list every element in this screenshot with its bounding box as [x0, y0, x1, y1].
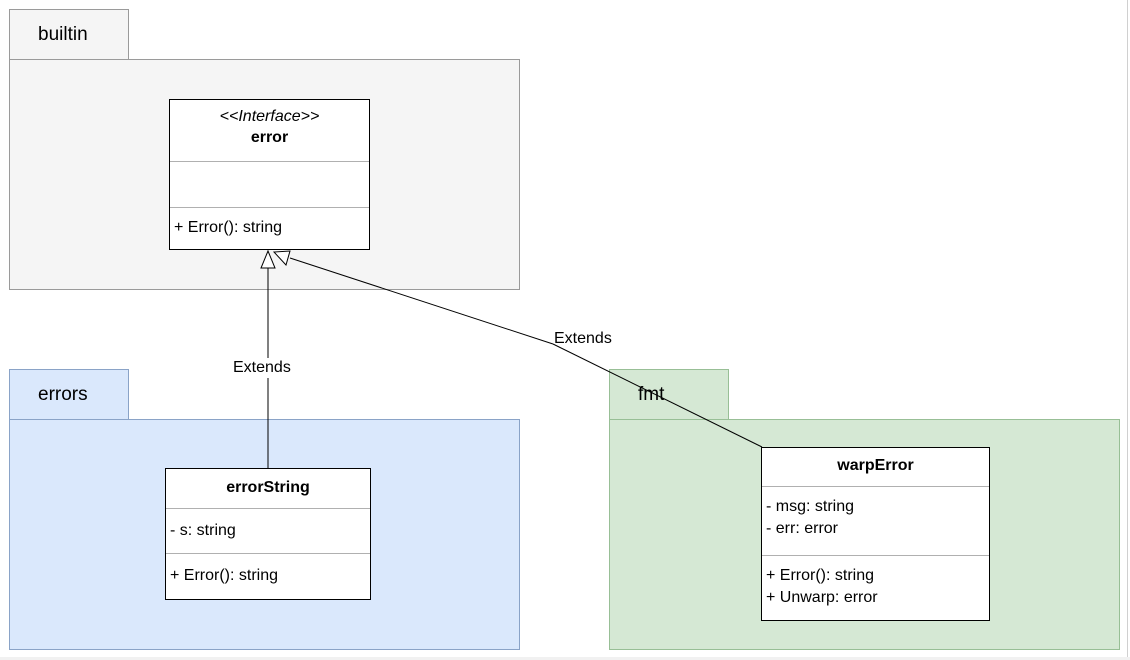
class-warpError-method: + Unwarp: error — [766, 589, 878, 606]
relation-extends-warpError[interactable] — [272, 250, 763, 448]
canvas-bottom-strip — [0, 657, 1130, 660]
class-errorString-attributes: - s: string — [166, 509, 370, 553]
class-error[interactable]: <<Interface>> error + Error(): string — [169, 99, 370, 250]
canvas-border — [1127, 0, 1128, 660]
package-tab-errors[interactable]: errors — [9, 369, 129, 420]
relation-label-warpError: Extends — [554, 330, 612, 347]
class-warpError[interactable]: warpError - msg: string - err: error + E… — [761, 447, 990, 621]
package-name-builtin: builtin — [38, 24, 88, 45]
inheritance-arrowhead-icon — [272, 250, 291, 266]
relation-label-errorString: Extends — [232, 358, 292, 378]
class-error-stereotype: <<Interface>> — [219, 108, 320, 125]
class-warpError-attributes: - msg: string - err: error — [762, 487, 989, 555]
class-error-name: error — [250, 129, 289, 146]
class-warpError-methods: + Error(): string + Unwarp: error — [762, 555, 989, 609]
class-warpError-attribute: - msg: string — [766, 498, 855, 515]
class-error-method: + Error(): string — [174, 219, 283, 236]
extends-line — [289, 257, 554, 345]
class-error-header: <<Interface>> error — [170, 100, 369, 162]
class-errorString-attribute: - s: string — [170, 522, 236, 539]
class-errorString-name: errorString — [226, 479, 310, 496]
package-name-errors: errors — [38, 384, 88, 405]
class-errorString-header: errorString — [166, 469, 370, 509]
class-errorString-method: + Error(): string — [170, 567, 279, 584]
class-warpError-name: warpError — [837, 457, 914, 474]
inheritance-arrowhead-icon — [260, 249, 276, 269]
class-warpError-method: + Error(): string — [766, 567, 875, 584]
package-tab-builtin[interactable]: builtin — [9, 9, 129, 60]
class-warpError-header: warpError — [762, 448, 989, 487]
class-error-methods: + Error(): string — [170, 207, 369, 239]
class-errorString[interactable]: errorString - s: string + Error(): strin… — [165, 468, 371, 600]
class-errorString-methods: + Error(): string — [166, 553, 370, 587]
class-warpError-attribute: - err: error — [766, 520, 838, 537]
extends-line — [552, 343, 763, 448]
